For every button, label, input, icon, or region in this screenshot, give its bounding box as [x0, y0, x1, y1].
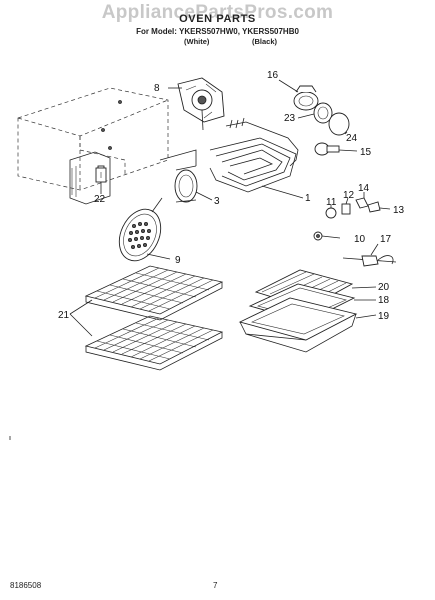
model-numbers: For Model: YKERS507HW0, YKERS507HB0 [136, 27, 299, 36]
callout-23: 23 [284, 113, 296, 124]
part-23-gasket [297, 102, 333, 124]
callout-1: 1 [305, 193, 311, 204]
part-19-broil-pan [238, 297, 377, 353]
part-14-bracket [355, 192, 369, 209]
callout-22: 22 [94, 194, 106, 205]
part-3-convection-fan-ring [159, 149, 213, 203]
callout-8: 8 [154, 83, 160, 94]
callout-13: 13 [393, 205, 405, 216]
part-21-oven-rack-lower [69, 299, 224, 371]
callout-10: 10 [354, 234, 366, 245]
callout-12: 12 [343, 190, 355, 201]
part-1-bake-element [209, 117, 304, 199]
callout-20: 20 [378, 282, 390, 293]
part-8-convection-motor [168, 77, 225, 131]
callout-19: 19 [378, 311, 390, 322]
variant-black: (Black) [252, 37, 278, 46]
part-17-meat-probe [342, 243, 397, 267]
oven-cavity [17, 87, 169, 205]
part-9-fan-blade [118, 197, 171, 262]
callout-16: 16 [267, 70, 279, 81]
part-22-terminal-block [95, 167, 107, 194]
callout-15: 15 [360, 147, 372, 158]
part-11-sensor-mount [325, 205, 337, 219]
part-16-light-socket [278, 79, 319, 111]
part-21-oven-rack-upper [84, 265, 224, 321]
callout-9: 9 [175, 255, 181, 266]
callout-3: 3 [214, 196, 220, 207]
part-12-sensor [341, 197, 351, 215]
watermark: AppliancePartsPros.com [101, 2, 334, 23]
callout-24: 24 [346, 133, 358, 144]
callout-11: 11 [326, 197, 337, 208]
document-number: 8186508 [10, 581, 42, 590]
part-13-clip [367, 201, 391, 213]
callout-21: 21 [58, 310, 70, 321]
variant-white: (White) [184, 37, 210, 46]
part-10-nut [313, 231, 341, 241]
page-number: 7 [213, 581, 218, 590]
diagram-title: OVEN PARTS [179, 13, 256, 25]
callout-17: 17 [380, 234, 392, 245]
callout-labels: 8 16 23 24 15 22 3 1 14 12 11 13 10 17 9… [58, 70, 405, 322]
part-15-light-bulb [314, 142, 358, 156]
part-24-light-lens [328, 112, 350, 136]
callout-18: 18 [378, 295, 390, 306]
callout-14: 14 [358, 183, 370, 194]
